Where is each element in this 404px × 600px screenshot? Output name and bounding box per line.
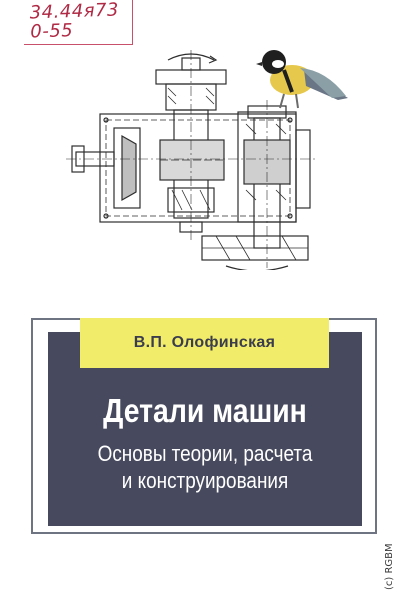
library-stamp-frame	[24, 0, 133, 45]
book-subtitle: Основы теории, расчета и конструирования	[70, 440, 340, 494]
subtitle-line-2: и конструирования	[121, 468, 289, 493]
library-stamp: 34.44я73 0-55	[29, 0, 120, 43]
subtitle-line-1: Основы теории, расчета	[97, 441, 313, 466]
author-band: В.П. Олофинская	[80, 318, 329, 368]
stamp-code-line2: 0-55	[29, 20, 74, 43]
gearbox-technical-drawing	[66, 50, 348, 270]
bird-illustration	[256, 50, 348, 109]
stamp-code-line1: 34.44я73	[29, 0, 120, 24]
book-title: Детали машин	[103, 392, 307, 429]
book-author: В.П. Олофинская	[133, 334, 276, 351]
copyright-watermark: (c) RGBM	[384, 543, 395, 590]
